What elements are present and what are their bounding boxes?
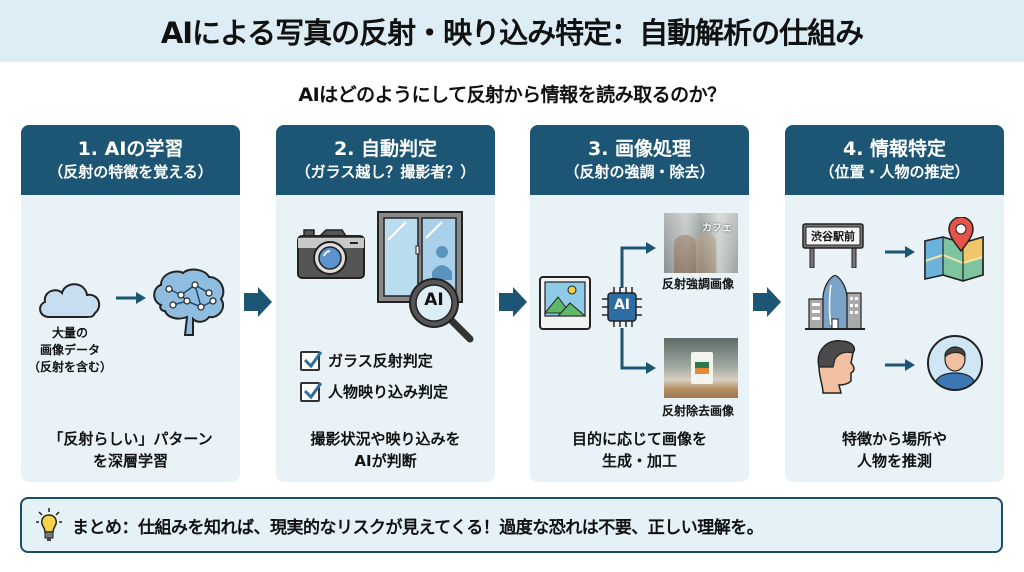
data-label-line: （反射を含む） xyxy=(27,360,112,374)
magnifier-ai-icon xyxy=(409,278,474,343)
checkbox-checked-icon xyxy=(300,350,323,371)
footer-line: 生成・加工 xyxy=(601,452,677,470)
footer-line: 「反射らしい」パターン xyxy=(48,430,213,448)
magnifier-label: AI xyxy=(424,290,444,310)
brain-circuit-icon xyxy=(153,268,225,336)
step-subtitle: （反射の強調・除去） xyxy=(564,163,715,181)
title-bar: AIによる写真の反射・映り込み特定：自動解析の仕組み xyxy=(0,0,1024,62)
enhanced-image-caption: カフェ xyxy=(702,223,732,234)
step-footer: 特徴から場所や 人物を推測 xyxy=(785,428,1004,472)
step-title: 4. 情報特定 xyxy=(842,138,947,160)
building-icon xyxy=(805,275,865,330)
data-label: 大量の 画像データ （反射を含む） xyxy=(25,325,115,376)
flow-arrow-icon xyxy=(753,287,781,317)
map-pin-icon xyxy=(924,217,984,282)
footer-line: を深層学習 xyxy=(92,452,168,470)
lightbulb-icon xyxy=(36,508,62,541)
footer-line: 撮影状況や映り込みを xyxy=(310,430,461,448)
arrow-right-icon xyxy=(885,359,915,371)
user-avatar-icon xyxy=(927,335,983,391)
step-header: 3. 画像処理 （反射の強調・除去） xyxy=(530,125,749,195)
check-label: 人物映り込み判定 xyxy=(328,383,449,401)
ai-chip-icon xyxy=(602,287,642,327)
summary-text: まとめ：仕組みを知れば、現実的なリスクが見えてくる！過度な恐れは不要、正しい理解… xyxy=(72,517,764,538)
image-icon xyxy=(539,276,591,330)
chip-label: AI xyxy=(613,297,631,313)
check-label: ガラス反射判定 xyxy=(328,352,433,370)
step-subtitle: （位置・人物の推定） xyxy=(819,163,970,181)
flow-arrow-icon xyxy=(499,287,527,317)
step-title: 1. AIの学習 xyxy=(77,138,184,160)
arrow-right-icon xyxy=(116,292,146,304)
cloud-icon xyxy=(39,283,101,318)
summary-bar: まとめ：仕組みを知れば、現実的なリスクが見えてくる！過度な恐れは不要、正しい理解… xyxy=(20,497,1003,553)
step-subtitle: （反射の特徴を覚える） xyxy=(48,163,213,181)
step-panel-learning: 1. AIの学習 （反射の特徴を覚える） 大量の 画像データ （反射を含む） 「… xyxy=(21,125,240,482)
page-title: AIによる写真の反射・映り込み特定：自動解析の仕組み xyxy=(160,16,864,50)
step-footer: 撮影状況や映り込みを AIが判断 xyxy=(276,428,495,472)
arrow-right-icon xyxy=(885,246,915,258)
step-header: 1. AIの学習 （反射の特徴を覚える） xyxy=(21,125,240,195)
footer-line: AIが判断 xyxy=(354,452,417,470)
elbow-arrow-icon xyxy=(620,242,656,288)
footer-line: 目的に応じて画像を xyxy=(571,430,707,448)
step-footer: 目的に応じて画像を 生成・加工 xyxy=(530,428,749,472)
reflection-removed-image xyxy=(664,338,738,398)
step-header: 2. 自動判定 （ガラス越し？撮影者？） xyxy=(276,125,495,195)
checkbox-checked-icon xyxy=(300,381,323,402)
reflection-enhanced-image: カフェ xyxy=(664,213,738,273)
check-item: 人物映り込み判定 xyxy=(300,381,448,402)
step-footer: 「反射らしい」パターン を深層学習 xyxy=(21,428,240,472)
enhanced-label: 反射強調画像 xyxy=(661,277,734,291)
station-sign-icon xyxy=(802,223,864,268)
person-profile-icon xyxy=(817,340,855,394)
removed-label: 反射除去画像 xyxy=(661,404,734,418)
elbow-arrow-icon xyxy=(620,328,656,374)
camera-icon xyxy=(297,229,365,279)
step-title: 3. 画像処理 xyxy=(587,138,692,160)
data-label-line: 大量の xyxy=(51,326,88,340)
data-label-line: 画像データ xyxy=(39,343,100,357)
step-panel-identification: 4. 情報特定 （位置・人物の推定） 渋谷駅前 xyxy=(785,125,1004,482)
footer-line: 特徴から場所や xyxy=(841,430,947,448)
sign-label: 渋谷駅前 xyxy=(811,230,855,243)
footer-line: 人物を推測 xyxy=(856,452,932,470)
step-panel-judgment: 2. 自動判定 （ガラス越し？撮影者？） AI ガラス反射判定 xyxy=(276,125,495,482)
flow-arrow-icon xyxy=(244,287,272,317)
page-subtitle: AIはどのようにして反射から情報を読み取るのか？ xyxy=(298,84,726,106)
check-item: ガラス反射判定 xyxy=(300,350,433,371)
step-subtitle: （ガラス越し？撮影者？） xyxy=(295,163,476,181)
step-title: 2. 自動判定 xyxy=(333,138,438,160)
step-header: 4. 情報特定 （位置・人物の推定） xyxy=(785,125,1004,195)
step-panel-processing: 3. 画像処理 （反射の強調・除去） AI カフェ 反射強調画像 xyxy=(530,125,749,482)
